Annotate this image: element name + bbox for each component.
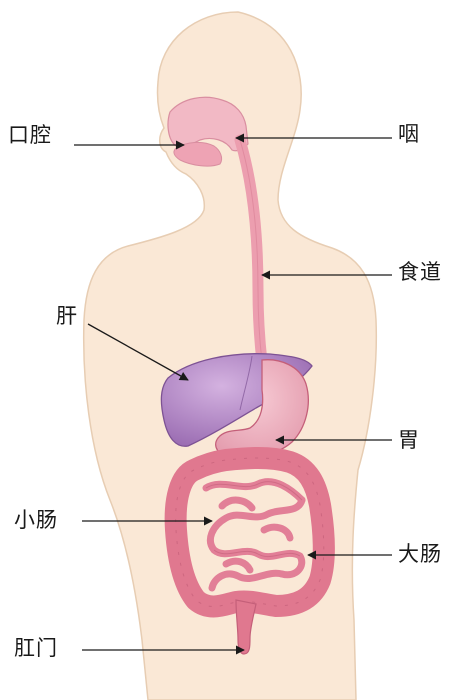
label-stomach: 胃	[398, 430, 420, 451]
label-anus: 肛门	[14, 638, 58, 659]
label-large-intestine: 大肠	[398, 544, 442, 565]
label-liver: 肝	[56, 306, 78, 327]
label-esophagus: 食道	[398, 262, 442, 283]
label-mouth: 口腔	[8, 125, 52, 146]
label-pharynx: 咽	[398, 124, 420, 145]
label-small-intestine: 小肠	[14, 510, 58, 531]
